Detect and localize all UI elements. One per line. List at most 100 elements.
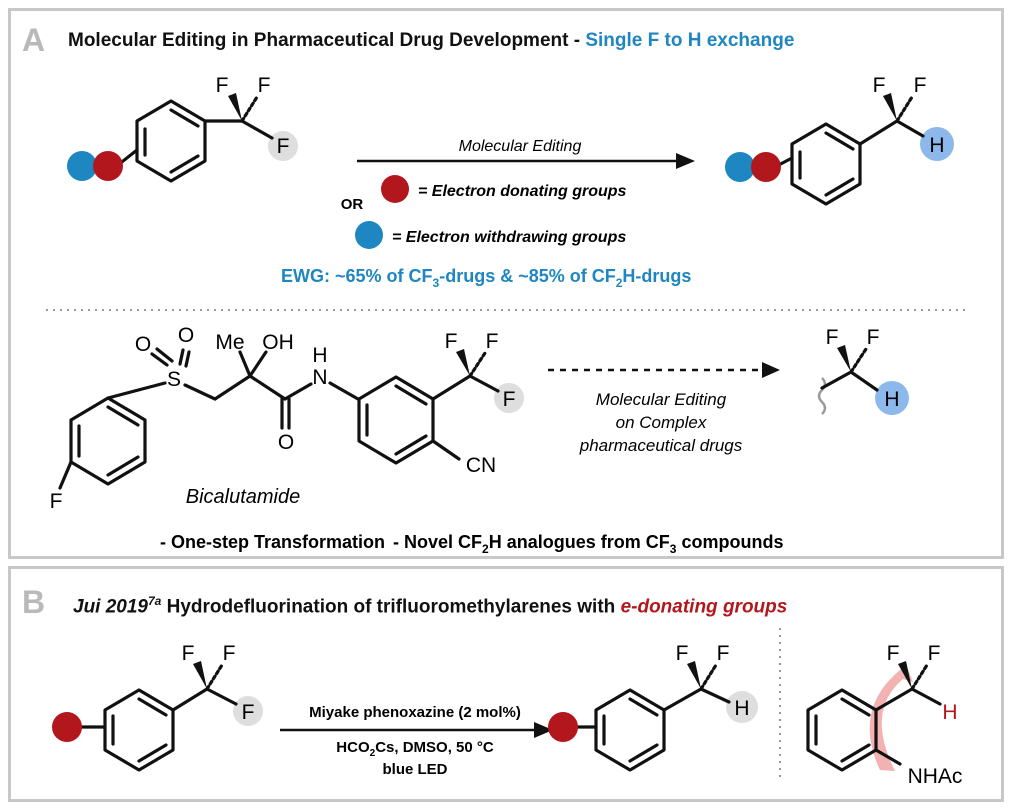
h-highlight (726, 691, 758, 723)
atom-f: F (826, 326, 839, 349)
f-highlight (494, 383, 524, 413)
hash-bond (468, 351, 487, 378)
ring-double-bond (137, 697, 168, 717)
nhac-label: NHAc (908, 765, 963, 788)
atom-f: F (445, 330, 458, 353)
panel-a-letter: A (22, 22, 46, 58)
atom-h: H (312, 344, 327, 367)
bond-c-co (248, 374, 287, 401)
ewg-legend-dot (355, 221, 383, 249)
edg-legend-label: = Electron donating groups (418, 183, 627, 200)
atom-f: F (223, 642, 236, 665)
bond-n-ar (328, 381, 360, 401)
edg-dot (548, 712, 578, 742)
panel-b-start: F F F (52, 642, 263, 772)
mechanism-illustration: F F H NHAc (806, 642, 963, 788)
ar-cf2h-product: F F H (725, 74, 954, 206)
hash-bond (205, 663, 224, 691)
h-highlight (920, 127, 954, 161)
bond-c-h (699, 687, 731, 704)
panel-b-product: F F H (548, 642, 758, 772)
panel-b-title: Jui 20197a Hydrodefluorination of triflu… (73, 594, 787, 618)
benzene-ring (135, 99, 207, 183)
panel-b-title-main: Hydrodefluorination of trifluoromethylar… (161, 596, 621, 618)
reaction-arrowhead (676, 153, 695, 169)
atom-f: F (887, 642, 900, 665)
bond-s-ch2 (183, 383, 217, 401)
ring-double-bond (106, 455, 140, 477)
edg-dot (93, 151, 123, 181)
reaction-arrowhead-b (534, 722, 553, 738)
hash-bond (895, 95, 914, 123)
or-label: OR (341, 196, 364, 213)
bond-ar-s (106, 381, 167, 400)
atom-f-leaving: F (277, 135, 290, 158)
ring-double-bond (824, 177, 855, 197)
wedge-bond (228, 93, 242, 121)
ewg-stat: EWG: ~65% of CF3-drugs & ~85% of CF2H-dr… (281, 266, 691, 290)
atom-s: S (167, 368, 181, 391)
atom-o: O (135, 333, 151, 356)
wavy-bond (817, 377, 827, 415)
drug-name: Bicalutamide (186, 486, 301, 508)
bond-c-h (849, 370, 879, 392)
bond-ar-cn (431, 439, 461, 461)
bond-r-c (820, 370, 853, 390)
bond-ar-c (171, 687, 209, 712)
hash-bond (849, 347, 868, 374)
panel-b-title-red: e-donating groups (620, 596, 788, 618)
atom-o: O (278, 431, 294, 454)
bond-c-f (58, 460, 73, 490)
wedge-bond (837, 345, 851, 372)
reagent-2: HCO2Cs, DMSO, 50 °C (336, 739, 494, 759)
complex-label-1: Molecular Editing (596, 390, 727, 409)
atom-f-leaving: F (503, 388, 516, 411)
wedge-bond (898, 661, 912, 689)
bond-ar-n (874, 748, 902, 766)
citation: Jui 2019 (73, 596, 148, 618)
atom-h-new: H (734, 697, 749, 720)
ar-cf3-start: F F F (67, 74, 298, 183)
hash-bond (240, 95, 259, 123)
bond-c-me (238, 350, 252, 378)
ewg-legend-label: = Electron withdrawing groups (392, 229, 626, 246)
complex-label-2: on Complex (616, 413, 707, 432)
panel-a-title-main: Molecular Editing in Pharmaceutical Drug… (68, 30, 569, 51)
f-highlight (268, 131, 298, 161)
atom-f: F (216, 74, 229, 97)
ring-double-bond (137, 743, 168, 763)
electron-push-arc (869, 662, 913, 771)
bond-ar-c (874, 687, 914, 712)
panel-a (8, 8, 1004, 559)
bond-c-f (205, 687, 238, 706)
bond-co-nh (283, 382, 313, 401)
ring-double-bond (840, 743, 871, 763)
reagent-1: Miyake phenoxazine (2 mol%) (309, 704, 521, 721)
ewg-dot (725, 152, 755, 182)
atom-o: O (178, 324, 194, 347)
ring-double-bond (628, 697, 659, 717)
ring-double-bond (824, 131, 855, 151)
bond-ch2-c (213, 374, 252, 401)
bond-c-f (240, 119, 274, 140)
bond-ar-c (858, 119, 899, 146)
f-highlight (233, 696, 263, 726)
aryl-ring (357, 375, 435, 465)
edg-legend-dot (381, 175, 409, 203)
atom-f: F (914, 74, 927, 97)
panel-a-title: Molecular Editing in Pharmaceutical Drug… (68, 30, 794, 52)
so-double-bond (184, 350, 191, 368)
atom-f: F (258, 74, 271, 97)
atom-f: F (873, 74, 886, 97)
atom-f: F (182, 642, 195, 665)
bond-c-f (468, 374, 500, 393)
atom-f: F (486, 330, 499, 353)
cf2h-fragment: F F H (817, 326, 909, 415)
fluorophenyl-ring (69, 396, 147, 486)
panel-a-footer: - One-step Transformation- Novel CF2H an… (160, 532, 783, 556)
ring-double-bond (840, 697, 871, 717)
ring-double-bond (394, 384, 428, 406)
dashed-arrowhead (762, 362, 780, 378)
hash-bond (910, 663, 929, 691)
panel-b (8, 566, 1004, 802)
